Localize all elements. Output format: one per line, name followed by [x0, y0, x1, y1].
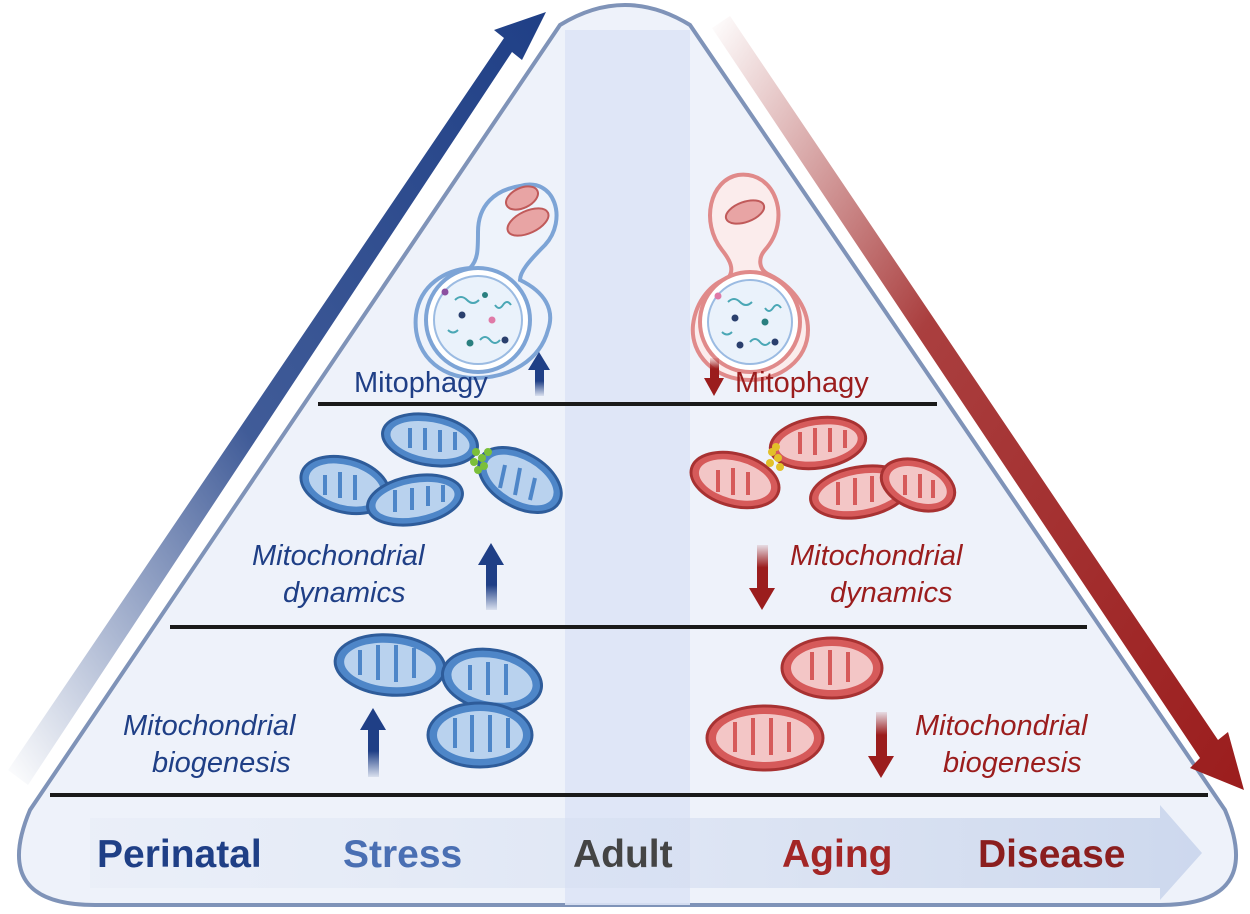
mitophagy-down-arrow-shaft — [710, 358, 719, 380]
decline-diagonal-arrow — [712, 16, 1244, 790]
timeline-arrow — [90, 805, 1202, 900]
right-dynamics-label-line2: dynamics — [830, 577, 953, 609]
mitochondria-fusion-red-icon — [689, 415, 957, 520]
right-biogenesis-label-line1: Mitochondrial — [915, 710, 1089, 742]
dynamics-up-arrow-icon — [478, 543, 504, 565]
mitochondria-fusion-blue-icon — [299, 412, 563, 527]
left-biogenesis-label-line2: biogenesis — [152, 747, 291, 779]
mitochondria-biogenesis-red-icon — [705, 636, 884, 772]
mitophagy-up-arrow-icon — [528, 352, 550, 370]
stage-aging: Aging — [782, 833, 892, 876]
stage-adult: Adult — [573, 833, 673, 876]
dynamics-up-arrow-shaft — [486, 560, 497, 610]
stage-disease: Disease — [978, 833, 1125, 876]
right-mitophagy-label: Mitophagy — [735, 367, 869, 399]
left-mitophagy-label: Mitophagy — [354, 367, 488, 399]
mitophagy-up-arrow-shaft — [535, 366, 544, 396]
mitophagy-blue-icon — [413, 182, 559, 381]
right-biogenesis-label-line2: biogenesis — [943, 747, 1082, 779]
dynamics-down-arrow-shaft — [757, 545, 768, 590]
mitophagy-red-icon — [690, 172, 811, 383]
biogenesis-up-arrow-shaft — [368, 725, 379, 777]
adult-center-band — [565, 30, 690, 905]
left-dynamics-label-line1: Mitochondrial — [252, 540, 426, 572]
stage-stress: Stress — [343, 833, 462, 876]
biogenesis-up-arrow-icon — [360, 708, 386, 730]
left-biogenesis-label-line1: Mitochondrial — [123, 710, 297, 742]
mitophagy-down-arrow-icon — [704, 378, 724, 396]
left-dynamics-label-line2: dynamics — [283, 577, 406, 609]
biogenesis-down-arrow-shaft — [876, 712, 887, 758]
right-dynamics-label-line1: Mitochondrial — [790, 540, 964, 572]
increase-diagonal-arrow — [8, 12, 546, 785]
stage-perinatal: Perinatal — [97, 833, 262, 876]
dynamics-down-arrow-icon — [749, 588, 775, 610]
biogenesis-down-arrow-icon — [868, 756, 894, 778]
mitochondria-biogenesis-blue-icon — [333, 633, 544, 769]
